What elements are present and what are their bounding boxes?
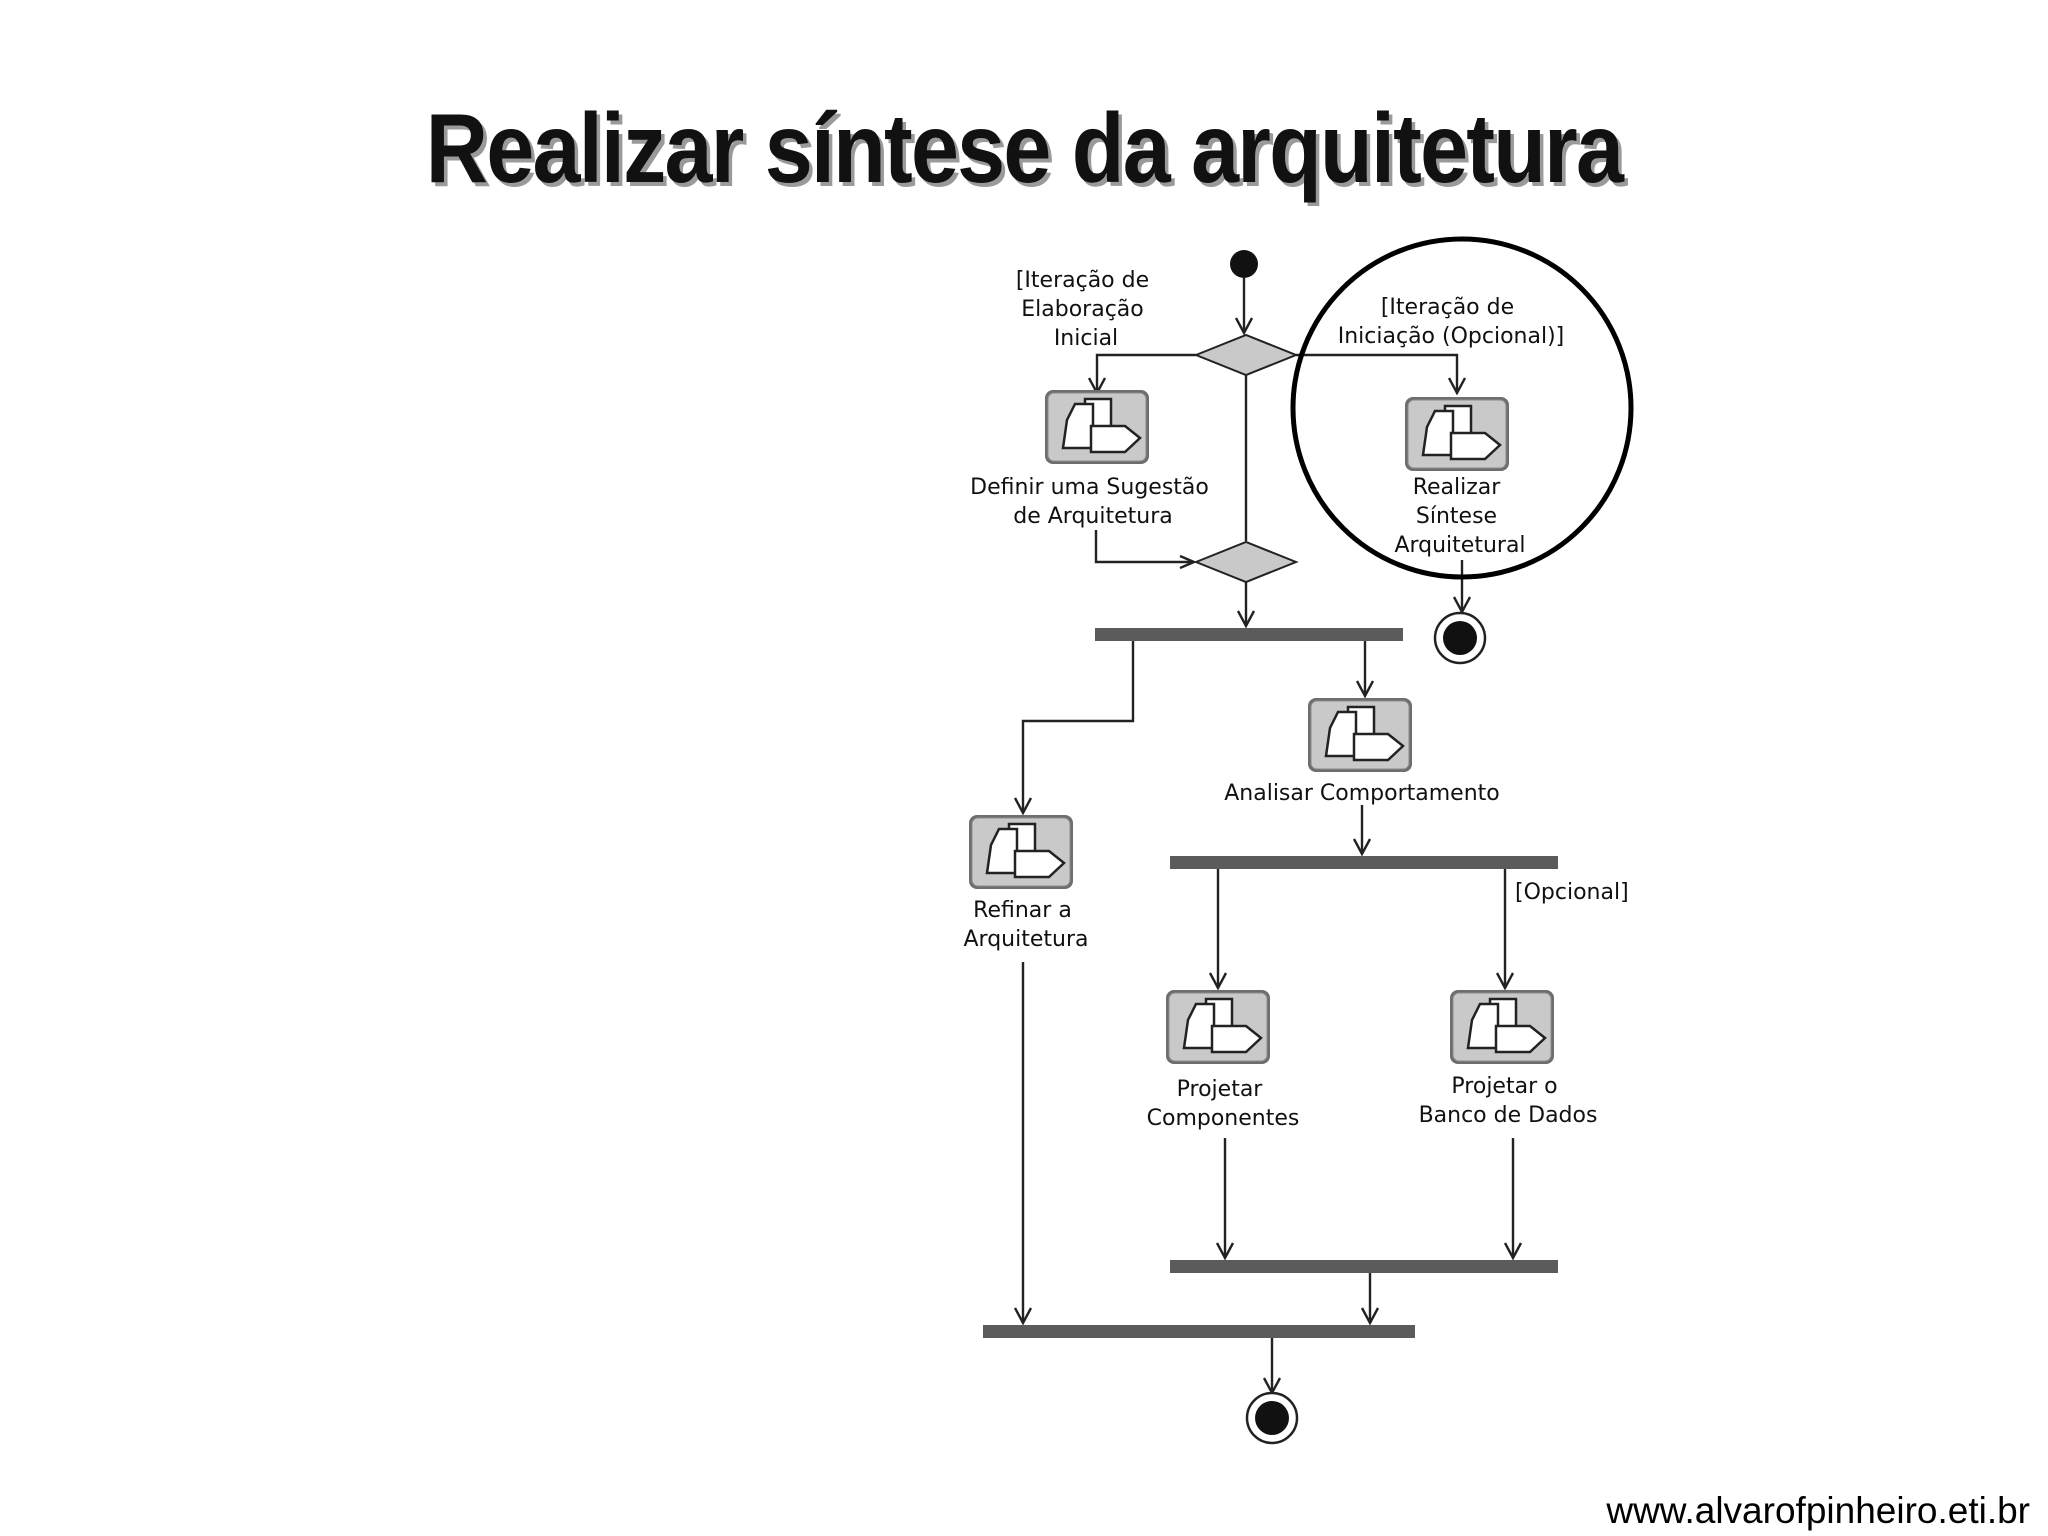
activity-icon-banco — [1448, 988, 1556, 1066]
join-bar-2 — [983, 1325, 1415, 1338]
fork-bar-1 — [1095, 628, 1403, 641]
label-banco: Projetar o Banco de Dados — [1419, 1074, 1598, 1128]
footer-url: www.alvarofpinheiro.eti.br — [1606, 1490, 2030, 1531]
join-bar-1 — [1170, 1260, 1558, 1273]
activity-icon-componentes — [1164, 988, 1272, 1066]
activity-icon-analisar — [1306, 696, 1414, 774]
guard-elaboracao: [Iteração de Elaboração Inicial — [1016, 268, 1156, 351]
activity-icon-sintese — [1403, 395, 1511, 473]
guard-opcional: [Opcional] — [1515, 880, 1629, 905]
final-node — [1245, 1391, 1299, 1445]
activity-icon-definir — [1043, 388, 1151, 466]
activity-icon-refinar — [967, 813, 1075, 891]
slide-title: Realizar síntese da arquitetura — [425, 93, 1624, 203]
label-refinar: Refinar a Arquitetura — [964, 898, 1089, 952]
label-sintese: Realizar Síntese Arquitetural — [1394, 475, 1525, 558]
highlight-circle — [1290, 236, 1634, 580]
label-componentes: Projetar Componentes — [1147, 1077, 1300, 1131]
merge-node — [1193, 540, 1299, 584]
decision-node — [1193, 333, 1299, 377]
label-definir: Definir uma Sugestão de Arquitetura — [970, 475, 1216, 529]
flow-arrowheads — [1013, 317, 1523, 1396]
label-analisar: Analisar Comportamento — [1224, 781, 1500, 806]
final-node-sintese — [1433, 611, 1487, 665]
initial-node — [1230, 250, 1258, 278]
fork-bar-2 — [1170, 856, 1558, 869]
control-flows — [1021, 278, 1515, 1393]
guard-iniciacao: [Iteração de Iniciação (Opcional)] — [1338, 295, 1565, 349]
